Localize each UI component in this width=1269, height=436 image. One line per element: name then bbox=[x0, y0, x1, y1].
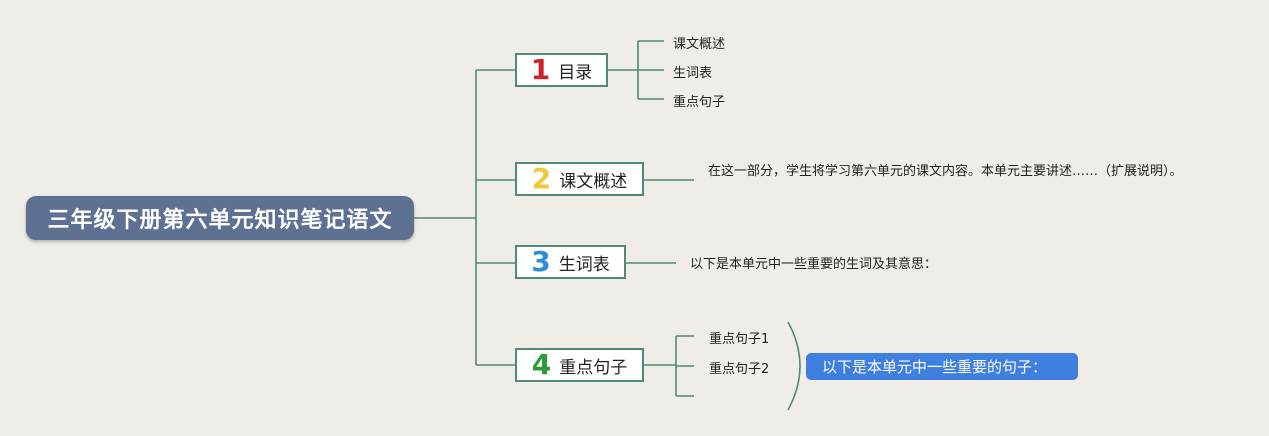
branch-sentences[interactable]: 4 重点句子 bbox=[515, 348, 644, 382]
branch-label: 重点句子 bbox=[559, 357, 628, 378]
sentence-summary-topic[interactable]: 以下是本单元中一些重要的句子： bbox=[806, 353, 1078, 380]
toc-item[interactable]: 重点句子 bbox=[673, 95, 726, 110]
branch-number: 1 bbox=[530, 53, 551, 86]
sentence-summary-label: 以下是本单元中一些重要的句子： bbox=[822, 358, 1048, 376]
sentence-item[interactable]: 重点句子2 bbox=[709, 362, 770, 377]
vocab-description[interactable]: 以下是本单元中一些重要的生词及其意思： bbox=[690, 257, 938, 272]
branch-number: 2 bbox=[531, 162, 552, 195]
toc-item[interactable]: 生词表 bbox=[673, 66, 713, 81]
root-topic[interactable]: 三年级下册第六单元知识笔记语文 bbox=[26, 196, 414, 240]
branch-label: 目录 bbox=[558, 62, 593, 83]
branch-label: 课文概述 bbox=[559, 171, 628, 192]
overview-description[interactable]: 在这一部分，学生将学习第六单元的课文内容。本单元主要讲述……（扩展说明）。 bbox=[708, 164, 1183, 179]
branch-number: 4 bbox=[531, 348, 552, 381]
branch-overview[interactable]: 2 课文概述 bbox=[515, 162, 644, 196]
branch-number: 3 bbox=[531, 245, 551, 278]
branch-label: 生词表 bbox=[558, 254, 610, 275]
branch-vocab[interactable]: 3 生词表 bbox=[515, 245, 626, 279]
toc-item[interactable]: 课文概述 bbox=[673, 37, 726, 52]
root-title: 三年级下册第六单元知识笔记语文 bbox=[47, 208, 393, 233]
sentence-item[interactable]: 重点句子1 bbox=[709, 332, 770, 347]
branch-toc[interactable]: 1 目录 bbox=[515, 53, 608, 87]
